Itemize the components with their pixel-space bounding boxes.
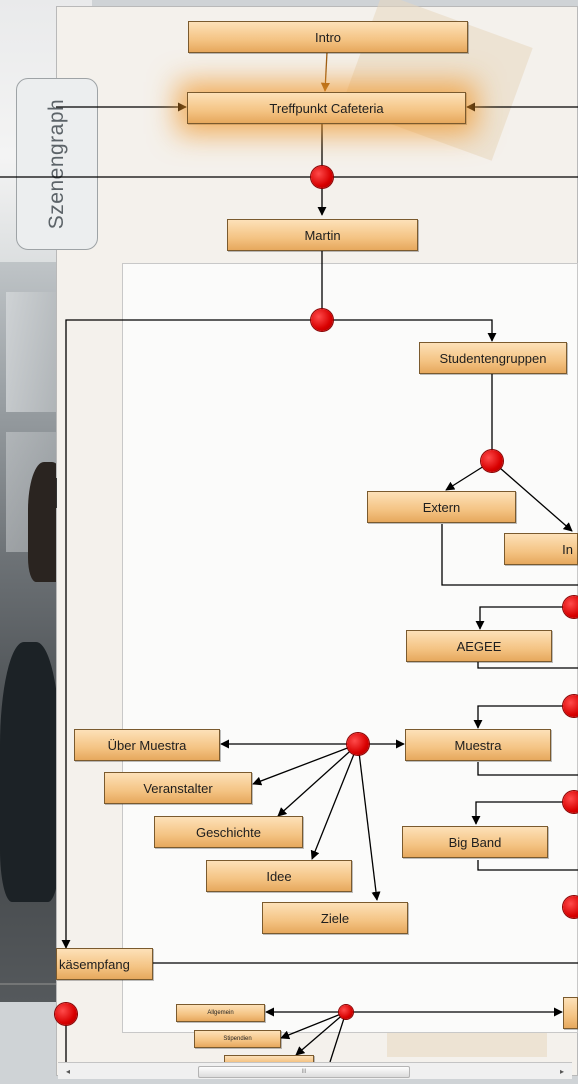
- junction-dot[interactable]: [311, 166, 333, 188]
- node-label: Treffpunkt Cafeteria: [269, 100, 384, 116]
- node-label: AEGEE: [456, 638, 502, 654]
- node-muestra[interactable]: Muestra: [405, 729, 551, 761]
- node-intro[interactable]: Intro: [188, 21, 468, 53]
- junction-dot[interactable]: [563, 791, 578, 813]
- node-idee[interactable]: Idee: [206, 860, 352, 892]
- scrollbar-thumb[interactable]: III: [198, 1066, 410, 1078]
- junction-dot[interactable]: [311, 309, 333, 331]
- edge-bigband-out: [477, 860, 578, 871]
- node-label: Idee: [266, 868, 292, 884]
- edge-to-ziele: [357, 743, 381, 901]
- node-label: Extern: [422, 499, 461, 515]
- node-label: Geschichte: [195, 824, 262, 840]
- node-intern[interactable]: In: [504, 533, 578, 565]
- node-label: Allgemein: [207, 1010, 234, 1016]
- junction-dot[interactable]: [563, 896, 578, 918]
- photo-person: [0, 642, 60, 902]
- edge-aegee-out: [477, 661, 578, 669]
- node-label: Studentengruppen: [439, 350, 547, 366]
- node-ueber-muestra[interactable]: Über Muestra: [74, 729, 220, 761]
- node-label: Big Band: [448, 834, 502, 850]
- edge-to-big-band: [471, 801, 572, 825]
- node-veranstalter[interactable]: Veranstalter: [104, 772, 252, 804]
- edge-to-stipendien: [280, 1011, 347, 1040]
- junction-dot[interactable]: [563, 596, 578, 618]
- junction-dot[interactable]: [339, 1005, 353, 1019]
- node-treffpunkt-cafeteria[interactable]: Treffpunkt Cafeteria: [187, 92, 466, 124]
- edge-to-studentengruppen: [322, 319, 497, 342]
- node-label: Muestra: [454, 737, 502, 753]
- node-label: Stipendien: [223, 1036, 252, 1042]
- junction-dot[interactable]: [481, 450, 503, 472]
- node-ziele[interactable]: Ziele: [262, 902, 408, 934]
- node-geschichte[interactable]: Geschichte: [154, 816, 303, 848]
- node-stipendien[interactable]: Stipendien: [194, 1030, 281, 1048]
- node-kaesempfang[interactable]: käsempfang: [56, 948, 153, 980]
- edge-to-idee: [310, 743, 359, 860]
- node-label: Intro: [314, 29, 341, 45]
- scroll-right-icon[interactable]: ▸: [559, 1066, 564, 1076]
- node-label: In: [562, 541, 573, 557]
- horizontal-scrollbar[interactable]: ◂ III ▸: [58, 1062, 572, 1079]
- node-allgemein[interactable]: Allgemein: [176, 1004, 265, 1022]
- node-label: käsempfang: [59, 956, 130, 972]
- edge-to-muestra: [473, 705, 572, 729]
- scrollbar-grip: III: [301, 1069, 307, 1075]
- node-extern[interactable]: Extern: [367, 491, 516, 523]
- scroll-left-icon[interactable]: ◂: [65, 1066, 70, 1076]
- edge-to-kaesempfang: [61, 319, 322, 949]
- edge-to-geschichte: [277, 743, 359, 817]
- node-martin[interactable]: Martin: [227, 219, 418, 251]
- junction-dot[interactable]: [347, 733, 369, 755]
- node-label: Veranstalter: [143, 780, 213, 796]
- edge-intro-treffpunkt: [320, 51, 330, 92]
- edge-to-bottom-node-2: [329, 1011, 347, 1063]
- node-big-band[interactable]: Big Band: [402, 826, 548, 858]
- edge-extern-out: [441, 524, 578, 586]
- node-label: Ziele: [320, 910, 350, 926]
- edge-to-intern: [491, 460, 573, 532]
- edge-bracket: [56, 478, 61, 508]
- edge-to-veranstalter: [252, 743, 359, 786]
- edge-to-aegee: [475, 606, 572, 630]
- node-studentengruppen[interactable]: Studentengruppen: [419, 342, 567, 374]
- node-label: Martin: [304, 227, 341, 243]
- node-right-bottom[interactable]: [563, 997, 578, 1029]
- junction-dot[interactable]: [563, 695, 578, 717]
- edge-muestra-out: [477, 762, 578, 776]
- junction-dot[interactable]: [55, 1003, 77, 1025]
- node-aegee[interactable]: AEGEE: [406, 630, 552, 662]
- node-label: Über Muestra: [107, 737, 187, 753]
- edge-to-bottom-node: [295, 1011, 347, 1056]
